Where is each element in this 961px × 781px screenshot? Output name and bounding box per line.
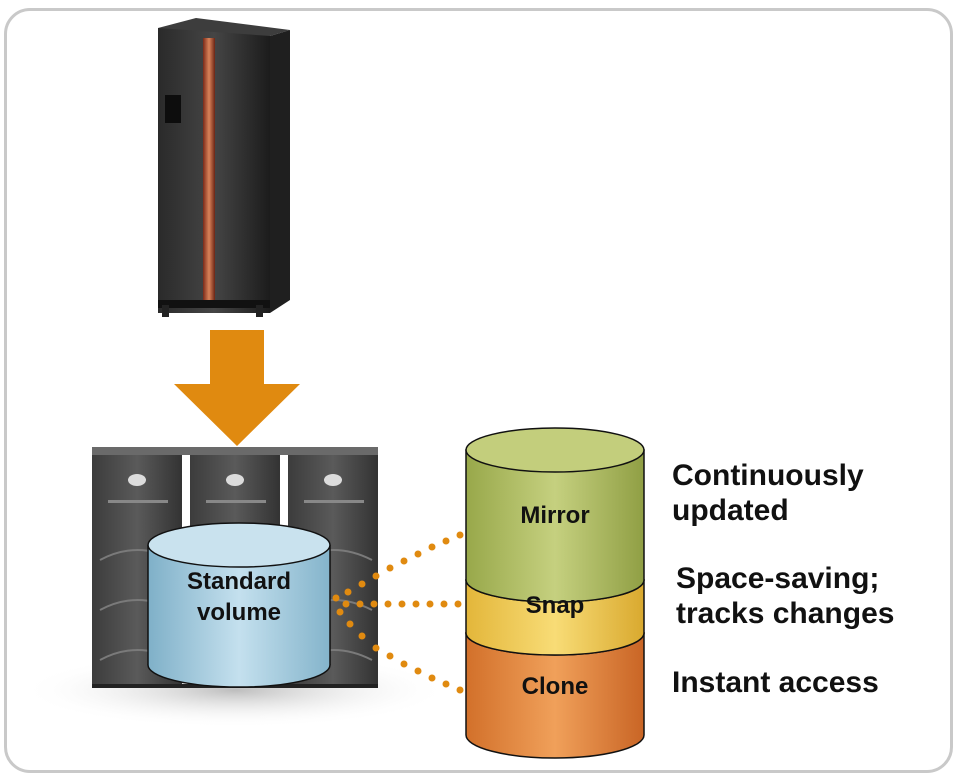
snap-desc-line1: Space-saving;	[676, 562, 880, 595]
clone-label: Clone	[521, 673, 589, 700]
standard-volume-cylinder	[147, 522, 331, 688]
snap-desc-line2: tracks changes	[676, 597, 895, 630]
clone-desc-line1: Instant access	[672, 666, 879, 699]
mirror-label: Mirror	[520, 502, 590, 529]
mirror-cylinder	[465, 427, 645, 603]
standard-volume-label: Standard volume	[148, 566, 330, 628]
clone-description: Instant access	[672, 665, 879, 700]
mirror-description: Continuously updated	[672, 458, 864, 528]
snap-description: Space-saving; tracks changes	[676, 561, 894, 631]
dotted-connectors	[332, 531, 464, 694]
mirror-desc-line1: Continuously	[672, 459, 864, 492]
standard-volume-line2: volume	[196, 599, 282, 626]
standard-volume-line1: Standard	[186, 568, 291, 595]
mainframe-server-icon	[158, 18, 290, 317]
down-arrow-icon	[174, 330, 300, 446]
mirror-desc-line2: updated	[672, 494, 789, 527]
snap-label: Snap	[525, 592, 585, 619]
